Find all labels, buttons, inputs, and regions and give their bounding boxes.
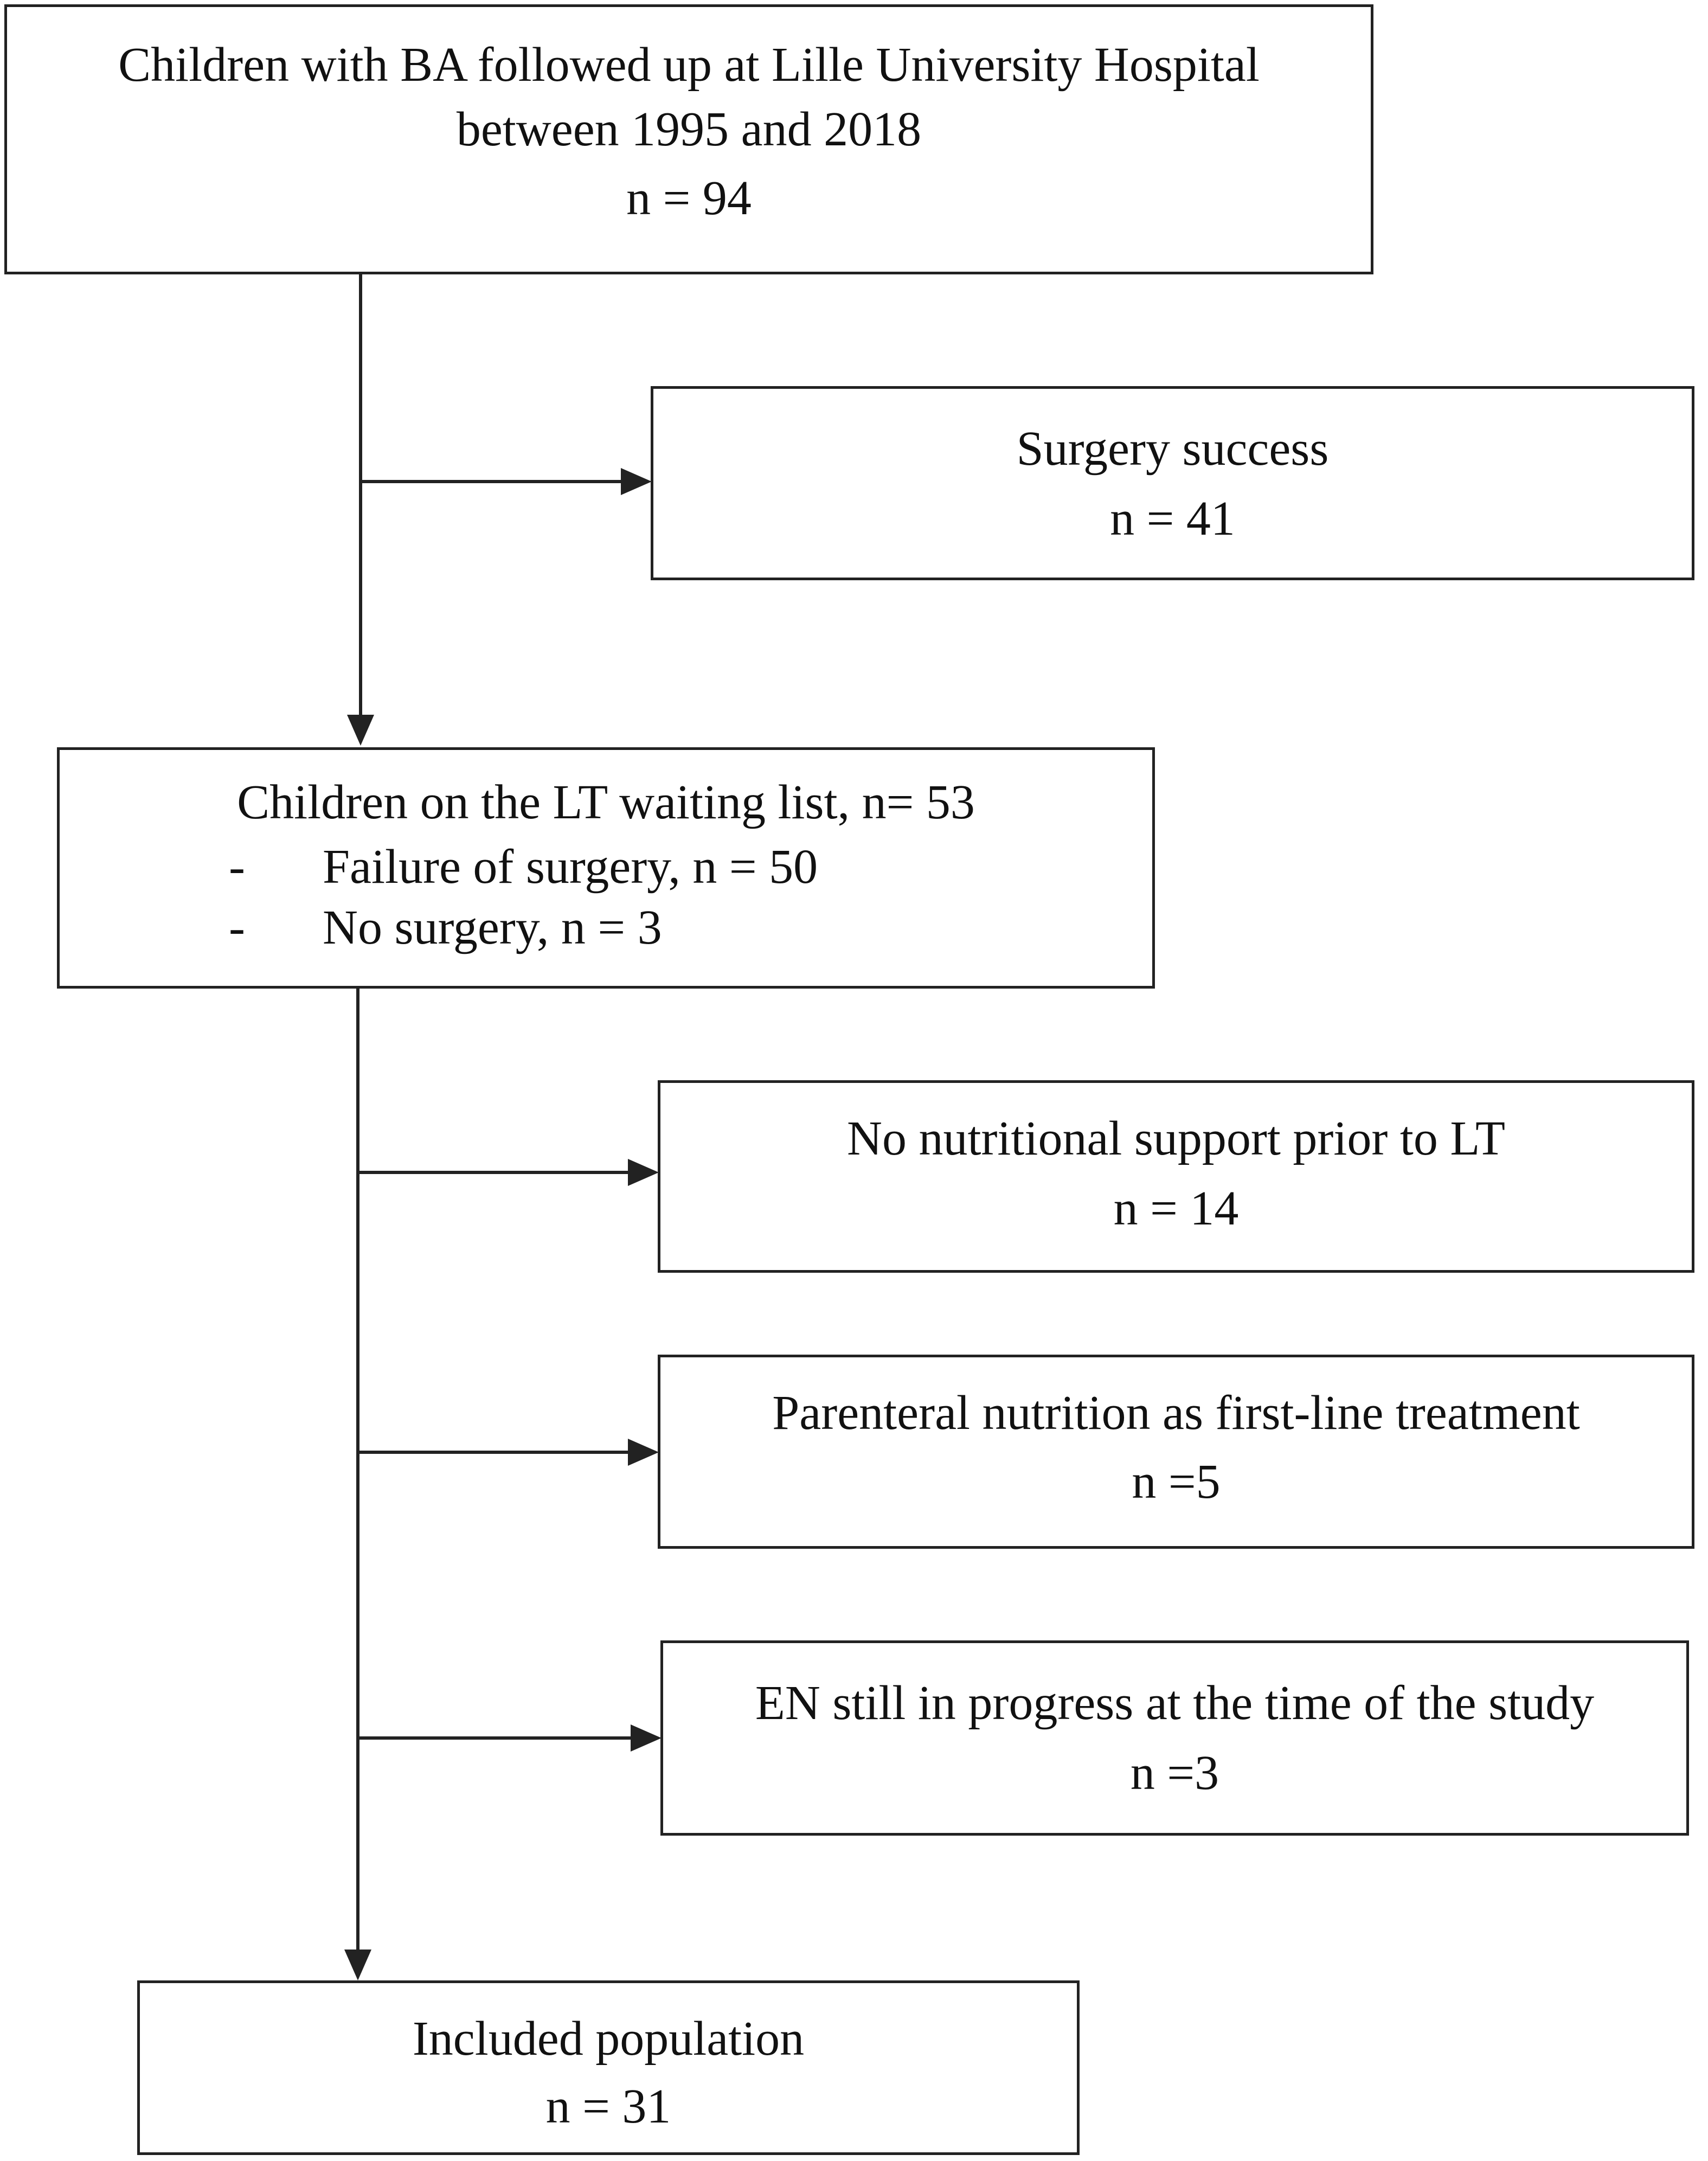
parenteral-nutrition-count: n =5 [1132,1454,1221,1509]
arrow-to-included [344,1950,371,1980]
waiting-list-item: - Failure of surgery, n = 50 [60,835,1152,896]
box-surgery-success: Surgery success n = 41 [651,386,1694,580]
waiting-list-item-no-surgery: No surgery, n = 3 [323,900,662,954]
waiting-list-title: Children on the LT waiting list, n= 53 [237,775,975,829]
no-nutritional-support-count: n = 14 [1113,1181,1239,1235]
included-population-label: Included population [412,2012,805,2066]
box-no-nutritional-support: No nutritional support prior to LT n = 1… [658,1080,1694,1273]
en-in-progress-count: n =3 [1130,1746,1219,1800]
bullet-dash: - [229,900,245,954]
initial-cohort-count: n = 94 [626,171,752,225]
arrow-to-no-nutritional-support [628,1159,659,1186]
included-population-count: n = 31 [545,2079,671,2133]
box-waiting-list: Children on the LT waiting list, n= 53 -… [57,747,1155,989]
arrow-to-en-in-progress [631,1724,662,1752]
initial-cohort-line1: Children with BA followed up at Lille Un… [118,38,1260,92]
box-initial-cohort: Children with BA followed up at Lille Un… [4,4,1373,274]
arrow-to-parenteral-nutrition [628,1439,659,1466]
no-nutritional-support-label: No nutritional support prior to LT [846,1112,1506,1165]
arrow-to-waiting-list [347,715,374,746]
waiting-list-item: - No surgery, n = 3 [60,896,1152,957]
box-parenteral-nutrition: Parenteral nutrition as first-line treat… [658,1355,1694,1549]
en-in-progress-label: EN still in progress at the time of the … [755,1676,1595,1730]
parenteral-nutrition-label: Parenteral nutrition as first-line treat… [772,1386,1580,1440]
surgery-success-count: n = 41 [1110,491,1235,546]
box-en-in-progress: EN still in progress at the time of the … [660,1640,1689,1836]
bullet-dash: - [229,839,245,894]
box-included-population: Included population n = 31 [137,1980,1080,2155]
initial-cohort-line2: between 1995 and 2018 [456,102,922,156]
surgery-success-label: Surgery success [1016,422,1329,476]
arrow-to-surgery-success [621,468,652,495]
waiting-list-item-failure: Failure of surgery, n = 50 [323,839,818,894]
